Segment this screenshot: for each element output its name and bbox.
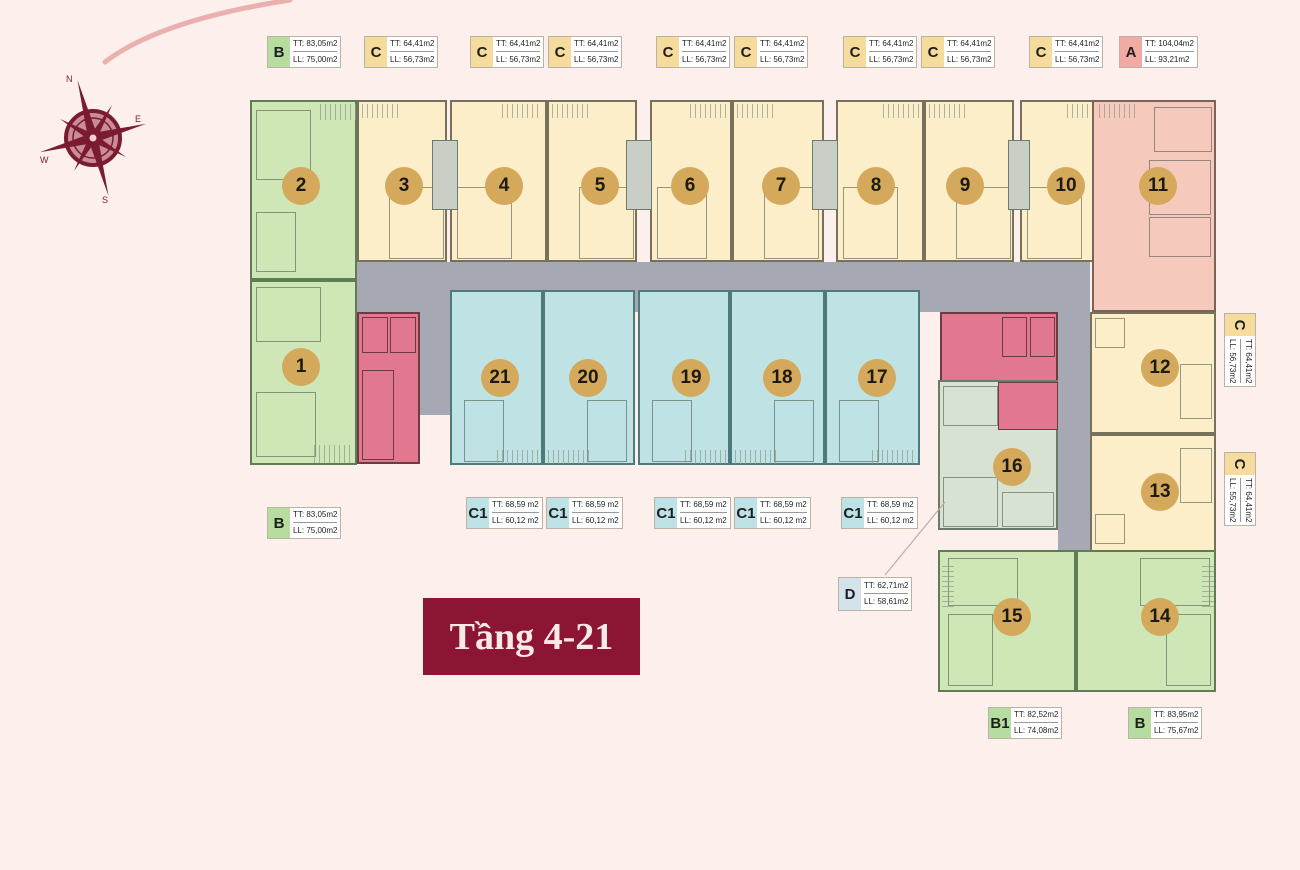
decorative-arc: [102, 0, 293, 65]
stair-top-2: [626, 140, 652, 210]
unit-number-15: 15: [993, 598, 1031, 636]
unit-number-12: 12: [1141, 349, 1179, 387]
svg-text:S: S: [102, 195, 108, 205]
unit-11[interactable]: [1092, 100, 1216, 312]
unit-number-19: 19: [672, 359, 710, 397]
unit-number-9: 9: [946, 167, 984, 205]
unit-number-6: 6: [671, 167, 709, 205]
svg-text:N: N: [66, 74, 73, 84]
unit-number-8: 8: [857, 167, 895, 205]
unit-number-5: 5: [581, 167, 619, 205]
stair-top-1: [432, 140, 458, 210]
unit-number-17: 17: [858, 359, 896, 397]
unit-number-1: 1: [282, 348, 320, 386]
unit-number-10: 10: [1047, 167, 1085, 205]
unit-20[interactable]: [543, 290, 635, 465]
unit-number-3: 3: [385, 167, 423, 205]
unit-number-2: 2: [282, 167, 320, 205]
compass-rose-icon: N E W S: [38, 70, 148, 205]
unit-number-21: 21: [481, 359, 519, 397]
stair-right: [998, 382, 1058, 430]
svg-text:W: W: [40, 155, 49, 165]
corridor-vertical-right: [1058, 262, 1090, 580]
stair-top-4: [1008, 140, 1030, 210]
unit-number-11: 11: [1139, 167, 1177, 205]
core-stair-elevator-left: [357, 312, 420, 464]
floor-title: Tầng 4-21: [423, 598, 640, 675]
leader-line-unit-16: [884, 501, 946, 576]
unit-number-16: 16: [993, 448, 1031, 486]
unit-number-14: 14: [1141, 598, 1179, 636]
svg-text:E: E: [135, 114, 141, 124]
unit-number-4: 4: [485, 167, 523, 205]
unit-number-20: 20: [569, 359, 607, 397]
stair-top-3: [812, 140, 838, 210]
unit-number-7: 7: [762, 167, 800, 205]
unit-number-18: 18: [763, 359, 801, 397]
unit-number-13: 13: [1141, 473, 1179, 511]
